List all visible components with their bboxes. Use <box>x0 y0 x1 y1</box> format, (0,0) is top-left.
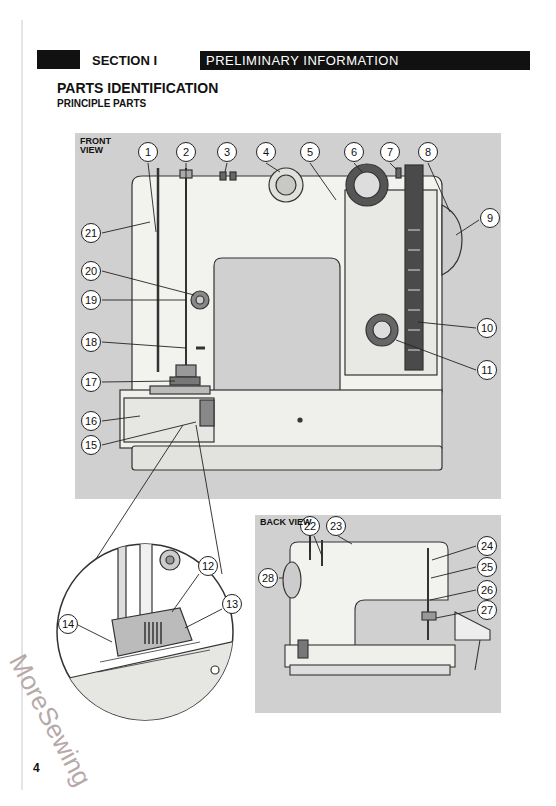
callout-number: 17 <box>81 372 101 392</box>
node-text: 16 <box>85 416 97 427</box>
node-text: 10 <box>481 323 493 334</box>
callout-number: 20 <box>81 261 101 281</box>
callout-number: 24 <box>477 536 497 556</box>
presser-foot-inset <box>57 540 240 730</box>
node-text: 18 <box>85 337 97 348</box>
leader-lines <box>92 163 479 574</box>
leader-lines-back <box>279 536 476 618</box>
callout-number: 28 <box>258 568 278 588</box>
node-text: 25 <box>481 562 493 573</box>
callout-number: 9 <box>480 208 500 228</box>
callout-number: 1 <box>138 142 158 162</box>
callout-number: 18 <box>81 332 101 352</box>
node-text: 12 <box>202 561 214 572</box>
callout-number: 25 <box>477 557 497 577</box>
node-text: 19 <box>85 295 97 306</box>
node-text: 4 <box>263 147 269 158</box>
node-text: 13 <box>226 599 238 610</box>
node-text: 8 <box>425 147 431 158</box>
page-title: PARTS IDENTIFICATION <box>57 81 218 96</box>
node-text: 2 <box>183 147 189 158</box>
node-text: 15 <box>85 440 97 451</box>
node-text: 7 <box>387 147 393 158</box>
node-text: 28 <box>262 573 274 584</box>
callout-number: 7 <box>380 142 400 162</box>
node-text: 5 <box>307 147 313 158</box>
machine-back <box>283 535 490 675</box>
node-text: 17 <box>85 377 97 388</box>
node-text: 1 <box>145 147 151 158</box>
callout-number: 26 <box>477 580 497 600</box>
node-text: 9 <box>487 213 493 224</box>
node-text: 3 <box>224 147 230 158</box>
callout-number: 6 <box>344 142 364 162</box>
callout-number: 21 <box>81 223 101 243</box>
callout-number: 23 <box>326 516 346 536</box>
node-text: 27 <box>481 605 493 616</box>
callout-number: 27 <box>477 600 497 620</box>
node-text: 23 <box>330 521 342 532</box>
callout-number: 10 <box>477 318 497 338</box>
node-text: 6 <box>351 147 357 158</box>
callout-number: 4 <box>256 142 276 162</box>
view-label: BACK VIEW <box>260 518 312 527</box>
callout-number: 3 <box>217 142 237 162</box>
node-text: PRELIMINARY INFORMATION <box>206 54 399 67</box>
subtitle: PRINCIPLE PARTS <box>57 99 146 110</box>
front-view-panel <box>75 133 501 499</box>
node-text: 26 <box>481 585 493 596</box>
callout-number: 19 <box>81 290 101 310</box>
section-label: SECTION I <box>92 54 157 68</box>
node-text: 11 <box>481 365 492 376</box>
callout-number: 13 <box>222 594 242 614</box>
callout-number: 16 <box>81 411 101 431</box>
callout-number: 5 <box>300 142 320 162</box>
back-view-panel <box>255 515 501 713</box>
callout-number: 11 <box>477 360 497 380</box>
machine-front <box>120 164 462 470</box>
header-bar <box>37 50 80 69</box>
callout-number: 8 <box>418 142 438 162</box>
node-text: 20 <box>85 266 97 277</box>
callout-number: 15 <box>81 435 101 455</box>
section-band: PRELIMINARY INFORMATION <box>200 51 530 70</box>
callout-number: 12 <box>198 556 218 576</box>
node-text: 14 <box>62 619 74 630</box>
callout-number: 14 <box>58 614 78 634</box>
view-label: FRONT VIEW <box>80 137 118 156</box>
node-text: 24 <box>481 541 493 552</box>
node-text: 21 <box>85 228 97 239</box>
callout-number: 2 <box>176 142 196 162</box>
page-number: 4 <box>33 762 40 775</box>
